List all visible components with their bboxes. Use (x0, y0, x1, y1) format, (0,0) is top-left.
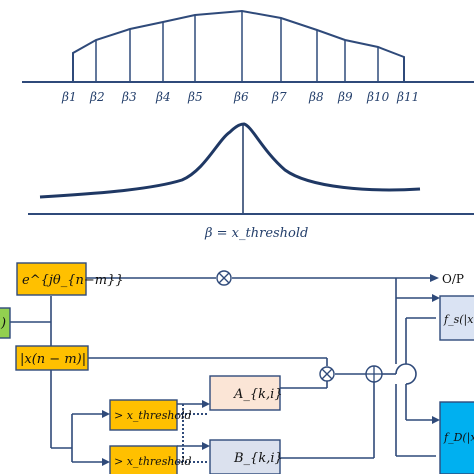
input-block: ) (0, 307, 11, 339)
beta-distribution-diagram: β1 β2 β3 β4 β5 β6 β7 β8 β9 β10 β11 (22, 9, 474, 104)
b-box (209, 439, 281, 474)
fd-block: f_D(|x (439, 401, 474, 474)
a-block: A_{k,i} (209, 375, 283, 411)
abs-box-label: |x(n − m)| (20, 352, 86, 367)
abs-block: |x(n − m)| (15, 345, 89, 371)
block-diagram: e^{jθ_{n−m}} ) |x(n − m)| > x_threshold … (0, 262, 474, 474)
adder (365, 365, 383, 383)
output-label: O/P (442, 272, 464, 286)
beta-label: β1 (61, 90, 77, 104)
fs-box (439, 295, 474, 341)
arrowhead (430, 274, 439, 282)
a-box-label: A_{k,i} (233, 387, 283, 402)
arrowhead (432, 294, 440, 302)
beta-labels: β1 β2 β3 β4 β5 β6 β7 β8 β9 β10 β11 (61, 90, 419, 104)
input-box-label: ) (0, 316, 6, 331)
fd-box (439, 401, 474, 474)
threshold-box-2 (109, 445, 178, 474)
threshold-curve-diagram: β = x_threshold (28, 122, 474, 241)
threshold-block-2: > x_threshold (109, 445, 192, 474)
beta-label: β2 (89, 90, 105, 104)
fs-box-label: f_s(|x (443, 313, 474, 327)
threshold-block-1: > x_threshold (109, 399, 192, 431)
dotted-links (177, 404, 208, 463)
beta-label: β8 (308, 90, 324, 104)
abs-box (15, 345, 89, 371)
arrowheads (102, 274, 440, 466)
exp-box-label: e^{jθ_{n−m}} (22, 273, 124, 288)
threshold-label: β = x_threshold (204, 226, 308, 241)
arrowhead (202, 400, 210, 408)
threshold-box-1-label: > x_threshold (114, 409, 192, 422)
exp-block: e^{jθ_{n−m}} (16, 262, 124, 296)
b-block: B_{k,i} (209, 439, 283, 474)
a-box (209, 375, 281, 411)
fd-box-label: f_D(|x (443, 431, 474, 445)
arrowhead (102, 458, 110, 466)
multiplier-stroke (321, 368, 333, 380)
beta-label: β6 (233, 90, 249, 104)
b-box-label: B_{k,i} (233, 451, 283, 466)
arrowhead (432, 416, 440, 424)
wire-hop (395, 363, 417, 385)
multiplier-2 (319, 366, 335, 382)
fs-block: f_s(|x (439, 295, 474, 341)
beta-label: β3 (121, 90, 137, 104)
exp-box (16, 262, 87, 296)
beta-label: β9 (337, 90, 353, 104)
beta-label: β5 (187, 90, 203, 104)
arrowhead (102, 410, 110, 418)
distribution-curve (39, 122, 421, 199)
connection-lines (10, 277, 436, 463)
threshold-box-1 (109, 399, 178, 431)
arrowhead (202, 442, 210, 450)
beta-label: β10 (366, 90, 390, 104)
beta-label: β11 (396, 90, 419, 104)
beta-envelope (72, 9, 405, 82)
multiplier-stroke (218, 272, 230, 284)
beta-label: β4 (155, 90, 171, 104)
beta-label: β7 (271, 90, 287, 104)
threshold-box-2-label: > x_threshold (114, 455, 192, 468)
beta-bars (95, 11, 379, 82)
multiplier-1 (216, 270, 232, 286)
input-box (0, 307, 11, 339)
